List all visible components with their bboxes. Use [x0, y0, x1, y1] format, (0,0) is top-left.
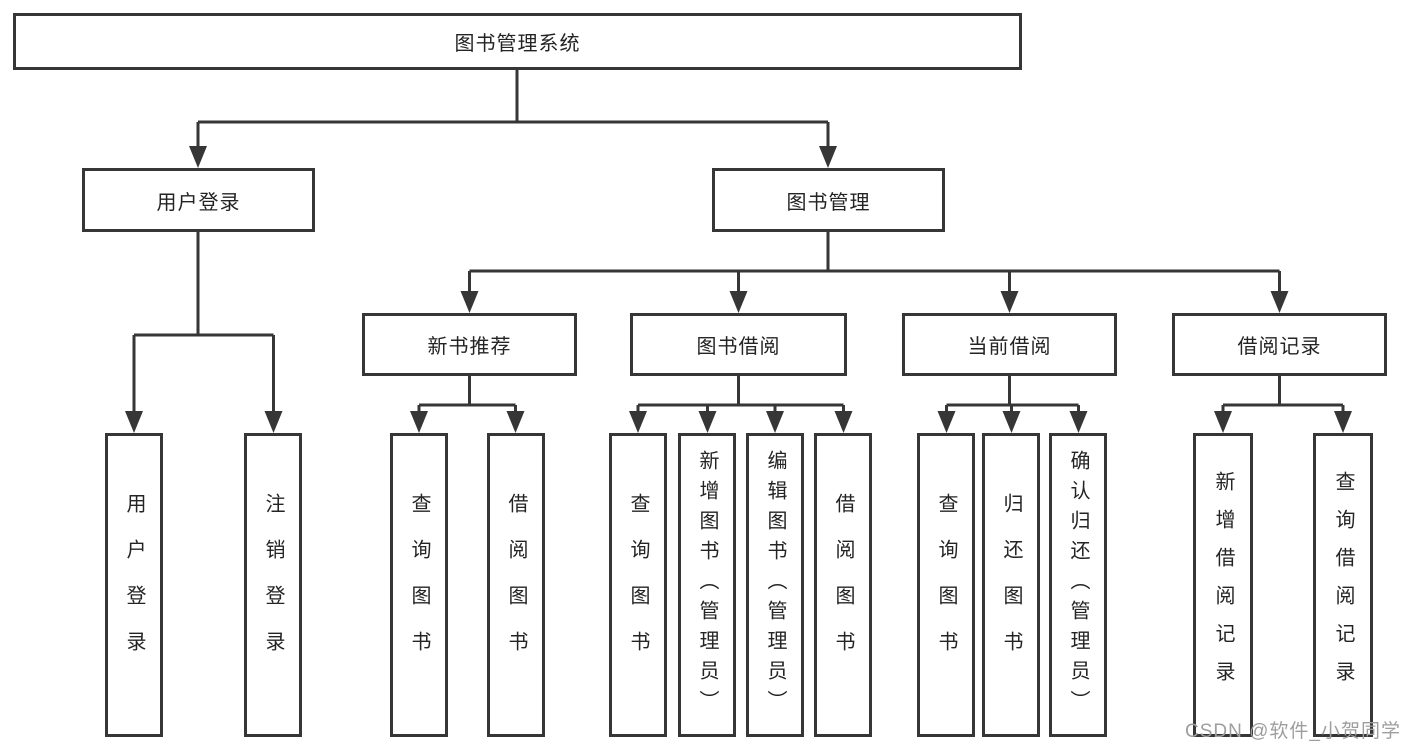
node-user-login: 用户登录 — [82, 168, 315, 232]
node-leaf-borrow-books-recommend: 借阅图书 — [487, 433, 545, 737]
node-leaf-edit-books-admin: 编辑图书（管理员） — [746, 433, 804, 737]
node-leaf-return-books: 归还图书 — [982, 433, 1040, 737]
node-new-book-recommend: 新书推荐 — [362, 313, 577, 376]
node-leaf-borrow-books: 借阅图书 — [814, 433, 872, 737]
node-label: 用户登录 — [123, 493, 145, 677]
node-label: 图书管理系统 — [454, 33, 581, 55]
node-label: 借阅记录 — [1237, 336, 1322, 358]
node-label: 确认归还（管理员） — [1067, 450, 1089, 720]
node-leaf-add-books-admin: 新增图书（管理员） — [678, 433, 736, 737]
node-leaf-query-books-recommend: 查询图书 — [390, 433, 448, 737]
node-label: 编辑图书（管理员） — [764, 450, 786, 720]
csdn-watermark: CSDN @软件_小贺同学 — [1185, 721, 1401, 742]
node-label: 查询图书 — [627, 493, 649, 677]
node-label: 用户登录 — [156, 191, 241, 214]
node-library-system: 图书管理系统 — [13, 13, 1022, 70]
node-label: 图书借阅 — [696, 336, 781, 358]
node-leaf-query-books-current: 查询图书 — [917, 433, 975, 737]
node-label: 查询图书 — [408, 493, 430, 677]
node-leaf-query-borrow-record: 查询借阅记录 — [1313, 433, 1373, 737]
node-label: 新增借阅记录 — [1212, 471, 1234, 699]
node-book-management: 图书管理 — [712, 168, 945, 232]
node-label: 注销登录 — [262, 493, 284, 677]
node-leaf-user-login: 用户登录 — [105, 433, 163, 737]
node-label: 查询借阅记录 — [1332, 471, 1354, 699]
node-current-borrow: 当前借阅 — [902, 313, 1117, 376]
node-leaf-query-books-borrow: 查询图书 — [609, 433, 667, 737]
node-borrow-records: 借阅记录 — [1172, 313, 1387, 376]
node-label: 归还图书 — [1000, 493, 1022, 677]
node-label: 图书管理 — [786, 191, 871, 214]
node-label: 新书推荐 — [427, 336, 512, 358]
node-leaf-logout: 注销登录 — [244, 433, 302, 737]
node-label: 借阅图书 — [832, 493, 854, 677]
node-book-borrow: 图书借阅 — [630, 313, 847, 376]
node-label: 当前借阅 — [967, 336, 1052, 358]
node-leaf-add-borrow-record: 新增借阅记录 — [1193, 433, 1253, 737]
node-label: 借阅图书 — [505, 493, 527, 677]
node-label: 新增图书（管理员） — [696, 450, 718, 720]
node-leaf-confirm-return-admin: 确认归还（管理员） — [1049, 433, 1107, 737]
node-label: 查询图书 — [935, 493, 957, 677]
